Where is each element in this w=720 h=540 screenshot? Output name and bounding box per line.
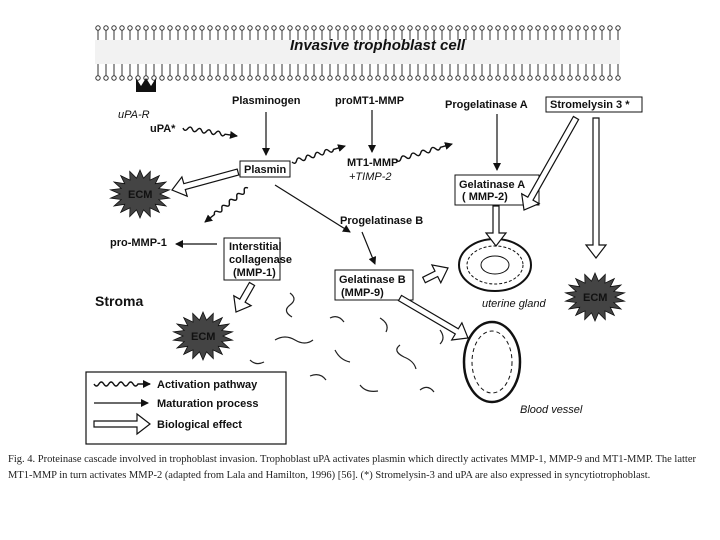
ecm-star-left [109, 168, 171, 220]
ecm-label-bottom: ECM [191, 331, 215, 343]
upa-receptor-icon [136, 78, 156, 92]
stroma-label: Stroma [95, 293, 143, 309]
legend-biological-icon [93, 412, 151, 436]
legend-activation-label: Activation pathway [157, 379, 258, 391]
upa-r-label: uPA-R [118, 109, 150, 121]
progelatinase-a-label: Progelatinase A [445, 99, 528, 111]
mmp1-label: (MMP-1) [233, 267, 276, 279]
legend-box [85, 371, 287, 445]
ecm-label-left: ECM [128, 189, 152, 201]
ecm-star-right [564, 271, 626, 323]
gelatinase-a-label: Gelatinase A [459, 179, 525, 191]
cell-membrane [95, 25, 621, 81]
upa-label: uPA* [150, 123, 176, 135]
legend: Activation pathway Maturation process Bi… [85, 371, 287, 445]
blood-vessel-icon [462, 320, 522, 404]
promt1-mmp-label: proMT1-MMP [335, 95, 404, 107]
biological-effect-arrows [171, 115, 608, 341]
interstitial-collagenase-box [223, 237, 281, 281]
plasmin-box [239, 160, 291, 178]
activation-pathways [182, 126, 453, 223]
gelatinase-b-label: Gelatinase B [339, 274, 406, 286]
interstitial-label: Interstitial [229, 241, 282, 253]
gelatinase-b-box [334, 269, 414, 301]
legend-maturation-label: Maturation process [157, 398, 258, 410]
uterine-gland-label: uterine gland [482, 298, 546, 310]
uterine-gland-icon [458, 238, 532, 292]
collagenase-label: collagenase [229, 254, 292, 266]
legend-activation-icon [93, 380, 151, 388]
plasminogen-label: Plasminogen [232, 95, 301, 107]
legend-biological-label: Biological effect [157, 419, 242, 431]
proteinase-cascade-diagram: Invasive trophoblast cell uPA-R uPA* Pla… [85, 25, 643, 445]
pro-mmp1-label: pro-MMP-1 [110, 237, 167, 249]
ecm-star-bottom [172, 310, 234, 362]
collagen-fibres [249, 292, 444, 393]
progelatinase-b-label: Progelatinase B [340, 215, 423, 227]
cell-title: Invasive trophoblast cell [290, 37, 466, 54]
mmp9-label: (MMP-9) [341, 287, 384, 299]
stromelysin-box [545, 96, 643, 113]
blood-vessel-label: Blood vessel [520, 404, 583, 416]
maturation-arrows [175, 110, 501, 265]
mt1-mmp-label: MT1-MMP [347, 157, 398, 169]
plasmin-label: Plasmin [244, 164, 286, 176]
ecm-label-right: ECM [583, 292, 607, 304]
figure-caption: Fig. 4. Proteinase cascade involved in t… [8, 454, 696, 481]
timp2-label: +TIMP-2 [349, 171, 391, 183]
mmp2-label: ( MMP-2) [462, 191, 508, 203]
stromelysin-label: Stromelysin 3 * [550, 99, 630, 111]
